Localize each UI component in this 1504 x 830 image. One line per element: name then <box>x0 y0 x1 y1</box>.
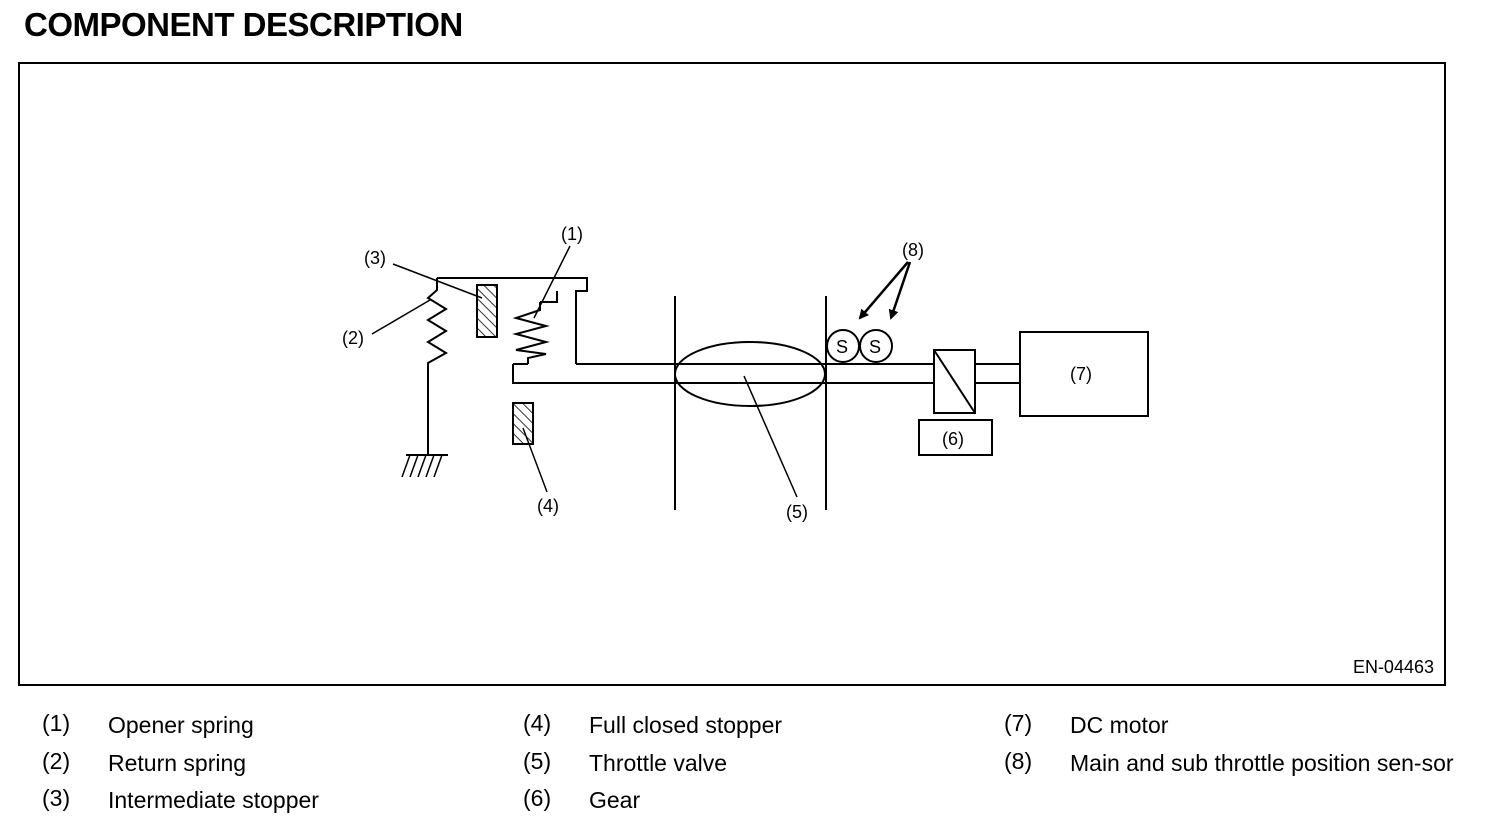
full-closed-stopper <box>512 402 534 445</box>
legend-item: (7) DC motor <box>1004 710 1464 748</box>
legend-num: (8) <box>1004 747 1033 774</box>
leader-8a <box>858 261 909 320</box>
legend-item: (5) Throttle valve <box>523 748 923 786</box>
callout-4: (4) <box>537 496 559 516</box>
leader-4 <box>522 427 548 493</box>
legend-label: Full closed stopper <box>589 712 783 738</box>
callout-1: (1) <box>561 224 583 244</box>
legend-label: Main and sub throttle position sen-sor <box>1070 749 1454 776</box>
legend-num: (1) <box>42 710 71 736</box>
legend-column-2: (4) Full closed stopper (5) Throttle val… <box>523 710 923 823</box>
ground-hatch <box>401 454 443 478</box>
callout-5: (5) <box>786 502 808 522</box>
leader-3 <box>392 263 483 299</box>
intermediate-stopper <box>476 284 498 338</box>
legend-item: (8) Main and sub throttle position sen-s… <box>1004 748 1464 786</box>
legend-num: (2) <box>42 747 71 774</box>
legend-label: Throttle valve <box>589 749 728 776</box>
legend-column-1: (1) Opener spring (2) Return spring (3) … <box>42 710 442 823</box>
callout-7: (7) <box>1070 364 1092 384</box>
sub-sensor <box>859 329 893 363</box>
throttle-shaft <box>512 363 934 384</box>
legend-num: (4) <box>523 710 552 736</box>
callout-2: (2) <box>342 328 364 348</box>
return-spring <box>426 278 448 455</box>
sensor-letter-sub: S <box>869 337 881 357</box>
legend-num: (3) <box>42 785 71 811</box>
leader-8b <box>888 261 912 320</box>
page-title: COMPONENT DESCRIPTION <box>24 6 463 43</box>
legend-num: (5) <box>523 747 552 774</box>
legend-item: (2) Return spring <box>42 748 442 786</box>
opener-spring <box>512 302 550 364</box>
legend-label: DC motor <box>1070 712 1169 738</box>
legend-label: Return spring <box>108 749 247 776</box>
leader-5 <box>743 375 798 498</box>
sensor-letter-main: S <box>836 337 848 357</box>
callout-3: (3) <box>364 248 386 268</box>
legend-item: (6) Gear <box>523 785 923 823</box>
legend-num: (6) <box>523 785 552 811</box>
opener-spring-holder <box>540 291 558 303</box>
diagram-frame: EN-04463 <box>18 62 1446 686</box>
callout-8: (8) <box>902 240 924 260</box>
dc-motor <box>1019 331 1149 417</box>
leader-1 <box>533 245 571 319</box>
legend-label: Opener spring <box>108 712 254 738</box>
legend-column-3: (7) DC motor (8) Main and sub throttle p… <box>1004 710 1464 785</box>
throttle-valve <box>674 341 826 407</box>
legend-item: (3) Intermediate stopper <box>42 785 442 823</box>
gear-coupling <box>933 349 976 414</box>
legend-label: Gear <box>589 787 641 813</box>
legend-item: (1) Opener spring <box>42 710 442 748</box>
legend-num: (7) <box>1004 710 1033 736</box>
legend-label: Intermediate stopper <box>108 787 319 813</box>
legend-item: (4) Full closed stopper <box>523 710 923 748</box>
leader-2 <box>371 299 431 335</box>
gear-box <box>918 419 993 456</box>
callout-6: (6) <box>942 429 964 449</box>
lever-bar <box>437 277 588 364</box>
figure-id: EN-04463 <box>1352 657 1434 677</box>
